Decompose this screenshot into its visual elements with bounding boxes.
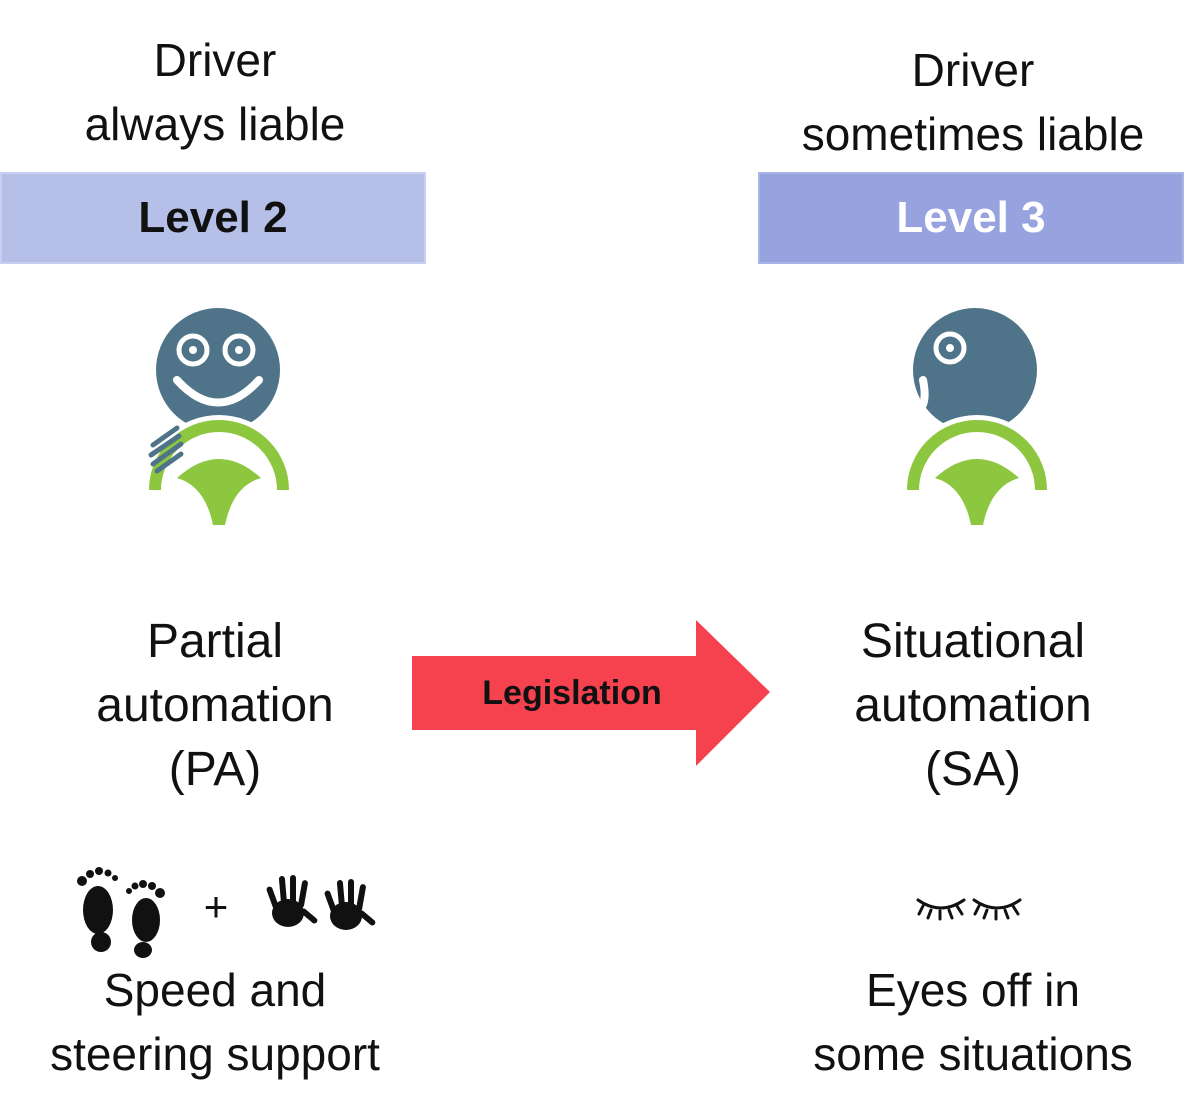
arrow-label: Legislation — [482, 674, 661, 712]
footprints-icon — [77, 867, 165, 958]
legislation-arrow: Legislation — [412, 620, 770, 766]
automation-line-1: Partial — [146, 615, 284, 668]
automation-line-1: Situational — [860, 615, 1086, 668]
automation-label-right: Situational automation (SA) — [758, 610, 1188, 802]
closed-eyes-icon — [916, 898, 1022, 921]
automation-line-2: automation — [854, 679, 1092, 732]
automation-line-3: (SA) — [925, 743, 1021, 796]
support-line-2: some situations — [813, 1028, 1133, 1080]
level-3-box: Level 3 — [758, 172, 1184, 264]
liability-line-1: Driver — [153, 34, 277, 86]
liability-line-2: sometimes liable — [801, 108, 1145, 160]
support-label-right: Eyes off in some situations — [758, 958, 1188, 1086]
liability-line-1: Driver — [911, 44, 1035, 96]
liability-line-2: always liable — [84, 98, 346, 150]
automation-line-3: (PA) — [168, 743, 262, 796]
driver-hands-on-wheel-icon — [144, 308, 294, 525]
hands-icon — [266, 875, 376, 930]
support-line-1: Eyes off in — [866, 964, 1080, 1016]
feet-plus-hands-symbols: + — [77, 867, 376, 958]
support-line-2: steering support — [50, 1028, 380, 1080]
liability-label-right: Driver sometimes liable — [758, 38, 1188, 166]
support-line-1: Speed and — [103, 964, 327, 1016]
level-3-column: Driver sometimes liable Level 3 Situatio… — [758, 0, 1188, 1117]
automation-line-2: automation — [96, 679, 334, 732]
plus-sign: + — [204, 883, 229, 930]
liability-label-left: Driver always liable — [0, 28, 430, 156]
automation-label-left: Partial automation (PA) — [0, 610, 430, 802]
driver-side-profile-icon — [902, 308, 1052, 525]
level-2-box: Level 2 — [0, 172, 426, 264]
level-2-column: Driver always liable Level 2 Partial aut… — [0, 0, 430, 1117]
support-label-left: Speed and steering support — [0, 958, 430, 1086]
